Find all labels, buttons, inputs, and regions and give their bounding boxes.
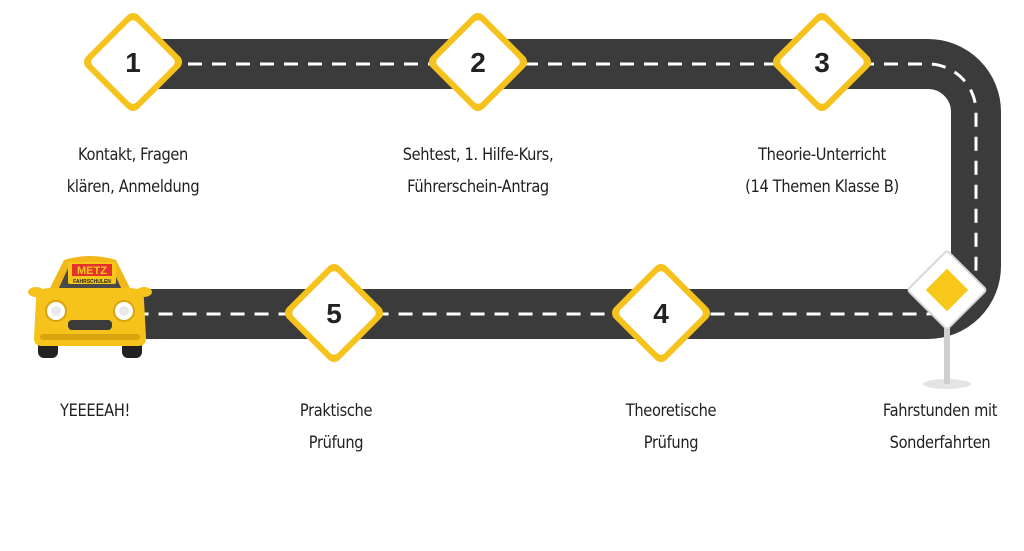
step-number: 3 — [814, 47, 830, 78]
driving-school-car-icon: METZ FAHRSCHULEN — [28, 256, 152, 358]
step-number: 5 — [326, 298, 342, 329]
step-caption-1: Kontakt, Fragen klären, Anmeldung — [66, 145, 200, 197]
step-caption-2: Sehtest, 1. Hilfe-Kurs, Führerschein-Ant… — [402, 145, 554, 197]
step-number: 4 — [653, 298, 669, 329]
step-caption-5: Praktische Prüfung — [299, 401, 373, 453]
step-sign-2: 2 — [428, 12, 528, 112]
step-sign-5: 5 — [284, 263, 384, 363]
car-sublabel: FAHRSCHULEN — [73, 279, 111, 285]
step-sign-3: 3 — [772, 12, 872, 112]
car-caption: YEEEEAH! — [59, 401, 130, 421]
step-sign-4: 4 — [611, 263, 711, 363]
step-number: 2 — [470, 47, 486, 78]
priority-road-sign-icon — [907, 250, 987, 389]
step-caption-4: Theoretische Prüfung — [625, 401, 717, 453]
step-number: 1 — [125, 47, 141, 78]
step-sign-1: 1 — [83, 12, 183, 112]
step-caption-3: Theorie-Unterricht (14 Themen Klasse B) — [745, 145, 899, 197]
priority-sign-caption: Fahrstunden mit Sonderfahrten — [882, 401, 998, 453]
car-logo: METZ — [77, 265, 107, 277]
lane-marking — [140, 62, 978, 316]
